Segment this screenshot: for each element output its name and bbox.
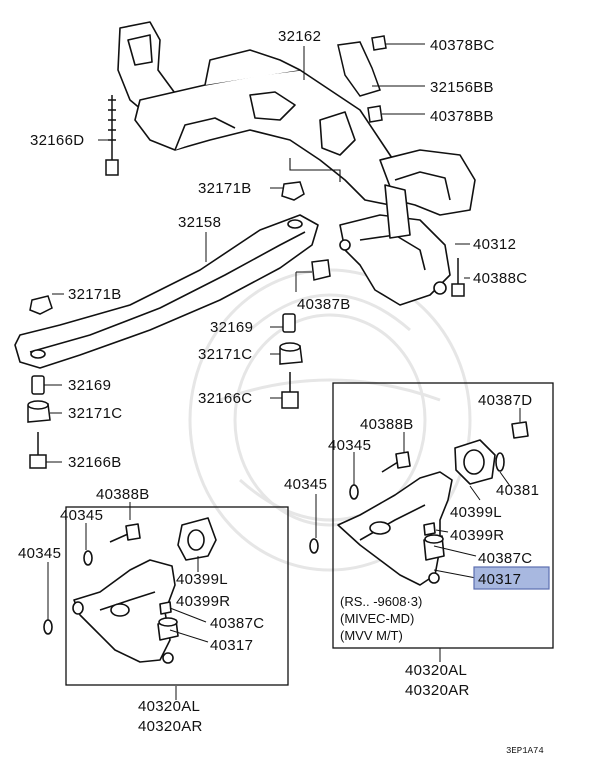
label-40312: 40312 <box>473 236 516 253</box>
label-40388B-right: 40388B <box>360 416 414 433</box>
guide-lines-top <box>289 43 425 182</box>
label-40387C-right: 40387C <box>478 550 532 567</box>
note-mivec: (MIVEC-MD) <box>340 611 414 626</box>
label-40399L-right: 40399L <box>450 504 502 521</box>
label-32166C: 32166C <box>198 390 252 407</box>
label-40387B: 40387B <box>297 296 351 313</box>
left-arm-box <box>43 506 289 686</box>
label-32162: 32162 <box>278 28 321 45</box>
label-40388B-left: 40388B <box>96 486 150 503</box>
label-40345-r2: 40345 <box>284 476 327 493</box>
label-32158: 32158 <box>178 214 221 231</box>
crossmember-drawing <box>117 21 476 306</box>
label-40388C: 40388C <box>473 270 527 287</box>
label-32169-left: 32169 <box>68 377 111 394</box>
label-40317-right[interactable]: 40317 <box>478 571 521 588</box>
label-32166B: 32166B <box>68 454 122 471</box>
label-40320AL-left: 40320AL <box>138 698 200 715</box>
label-40345-l2: 40345 <box>18 545 61 562</box>
label-40320AL-right: 40320AL <box>405 662 467 679</box>
label-32156BB: 32156BB <box>430 79 494 96</box>
fasteners-middle <box>279 35 465 409</box>
label-32171B-top: 32171B <box>198 180 252 197</box>
label-40387C-left: 40387C <box>210 615 264 632</box>
label-40320AR-right: 40320AR <box>405 682 470 699</box>
applicability-notes: (RS.. -9608·3) (MIVEC-MD) (MVV M/T) <box>340 594 422 643</box>
label-40399L-left: 40399L <box>176 571 228 588</box>
label-32166D: 32166D <box>30 132 84 149</box>
label-32171B-left: 32171B <box>68 286 122 303</box>
label-40387D: 40387D <box>478 392 532 409</box>
part-labels: 32162 40378BC 32156BB 40378BB 32166D 321… <box>18 28 539 735</box>
label-40399R-right: 40399R <box>450 527 504 544</box>
right-arm-box <box>309 382 554 649</box>
label-40345-r1: 40345 <box>328 437 371 454</box>
highlight-40317[interactable]: 40317 <box>473 566 550 590</box>
beam-32158-drawing <box>14 214 319 369</box>
diagram-code: 3EP1A74 <box>506 746 544 756</box>
label-40378BC: 40378BC <box>430 37 495 54</box>
label-40378BB: 40378BB <box>430 108 494 125</box>
leader-lines <box>44 46 521 700</box>
label-40320AR-left: 40320AR <box>138 718 203 735</box>
label-40345-l1: 40345 <box>60 507 103 524</box>
label-40317-left: 40317 <box>210 637 253 654</box>
label-32171C-mid: 32171C <box>198 346 252 363</box>
note-rs: (RS.. -9608·3) <box>340 594 422 609</box>
label-32171C-left: 32171C <box>68 405 122 422</box>
label-32169-mid: 32169 <box>210 319 253 336</box>
note-mvv: (MVV M/T) <box>340 628 403 643</box>
label-40399R-left: 40399R <box>176 593 230 610</box>
fasteners-left <box>27 95 119 469</box>
label-40381: 40381 <box>496 482 539 499</box>
